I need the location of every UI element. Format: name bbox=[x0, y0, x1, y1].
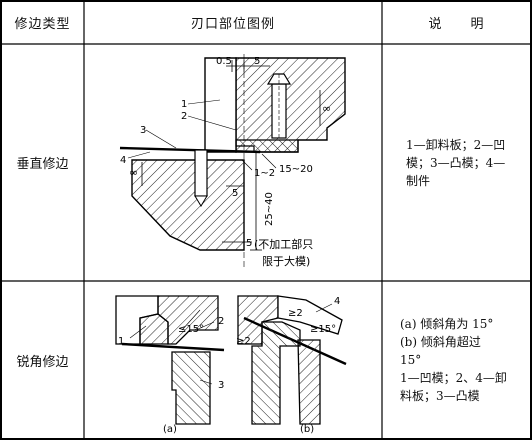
description-line: 料板；3—凸模 bbox=[400, 389, 480, 403]
callout-label: 3 bbox=[218, 380, 224, 391]
angle-label: ≥15° bbox=[310, 324, 336, 335]
callout-label: 1 bbox=[118, 336, 124, 347]
description-line: 1—卸料板；2—凹 bbox=[406, 137, 506, 152]
infinity-label: ∞ bbox=[129, 166, 138, 179]
callout-label: 4 bbox=[120, 155, 126, 166]
description-line: 1—凹模；2、4—卸 bbox=[400, 371, 507, 385]
dim-label: 5 bbox=[254, 56, 260, 67]
header-description: 说 明 bbox=[428, 17, 485, 32]
dim-label: 5 bbox=[246, 238, 252, 249]
row-type-vertical: 垂直修边 bbox=[16, 157, 69, 172]
callout-label: 2 bbox=[218, 316, 224, 327]
callout-label: 4 bbox=[334, 296, 340, 307]
dim-label: ≥2 bbox=[236, 336, 251, 347]
description-line: 制件 bbox=[406, 173, 431, 188]
row-type-acute: 锐角修边 bbox=[16, 354, 69, 370]
dim-label: 0.5 bbox=[216, 56, 232, 67]
description-line: 模；3—凸模；4— bbox=[406, 155, 506, 170]
description-line: 15° bbox=[400, 353, 422, 367]
dim-label: ≥2 bbox=[288, 308, 303, 319]
infinity-label: ∞ bbox=[322, 102, 331, 115]
description-line: (a) 倾斜角为 15° bbox=[400, 317, 494, 331]
note-label: 限于大模) bbox=[262, 254, 310, 268]
note-label: (不加工部只 bbox=[254, 237, 313, 251]
row-description-vertical: 1—卸料板；2—凹 模；3—凸模；4— 制件 bbox=[382, 44, 531, 281]
callout-label: 1 bbox=[181, 99, 187, 110]
acute-trim-drawing-a bbox=[115, 295, 225, 425]
header-figure: 刃口部位图例 bbox=[190, 17, 275, 32]
dim-label: 5 bbox=[232, 188, 238, 199]
angle-label: ≤15° bbox=[178, 324, 204, 335]
header-type: 修边类型 bbox=[14, 17, 71, 32]
dim-label: 1~2 bbox=[254, 168, 275, 179]
acute-trim-drawing-b bbox=[237, 295, 347, 425]
dim-label: 25~40 bbox=[264, 192, 275, 226]
figure-caption: (a) bbox=[163, 424, 177, 435]
figure-caption: (b) bbox=[300, 424, 314, 435]
callout-label: 3 bbox=[140, 125, 146, 136]
dim-label: 15~20 bbox=[279, 164, 313, 175]
description-line: (b) 倾斜角超过 bbox=[400, 335, 481, 349]
vertical-trim-drawing bbox=[119, 54, 346, 268]
row-description-acute: (a) 倾斜角为 15° (b) 倾斜角超过 15° 1—凹模；2、4—卸 料板… bbox=[382, 281, 531, 439]
callout-label: 2 bbox=[181, 111, 187, 122]
